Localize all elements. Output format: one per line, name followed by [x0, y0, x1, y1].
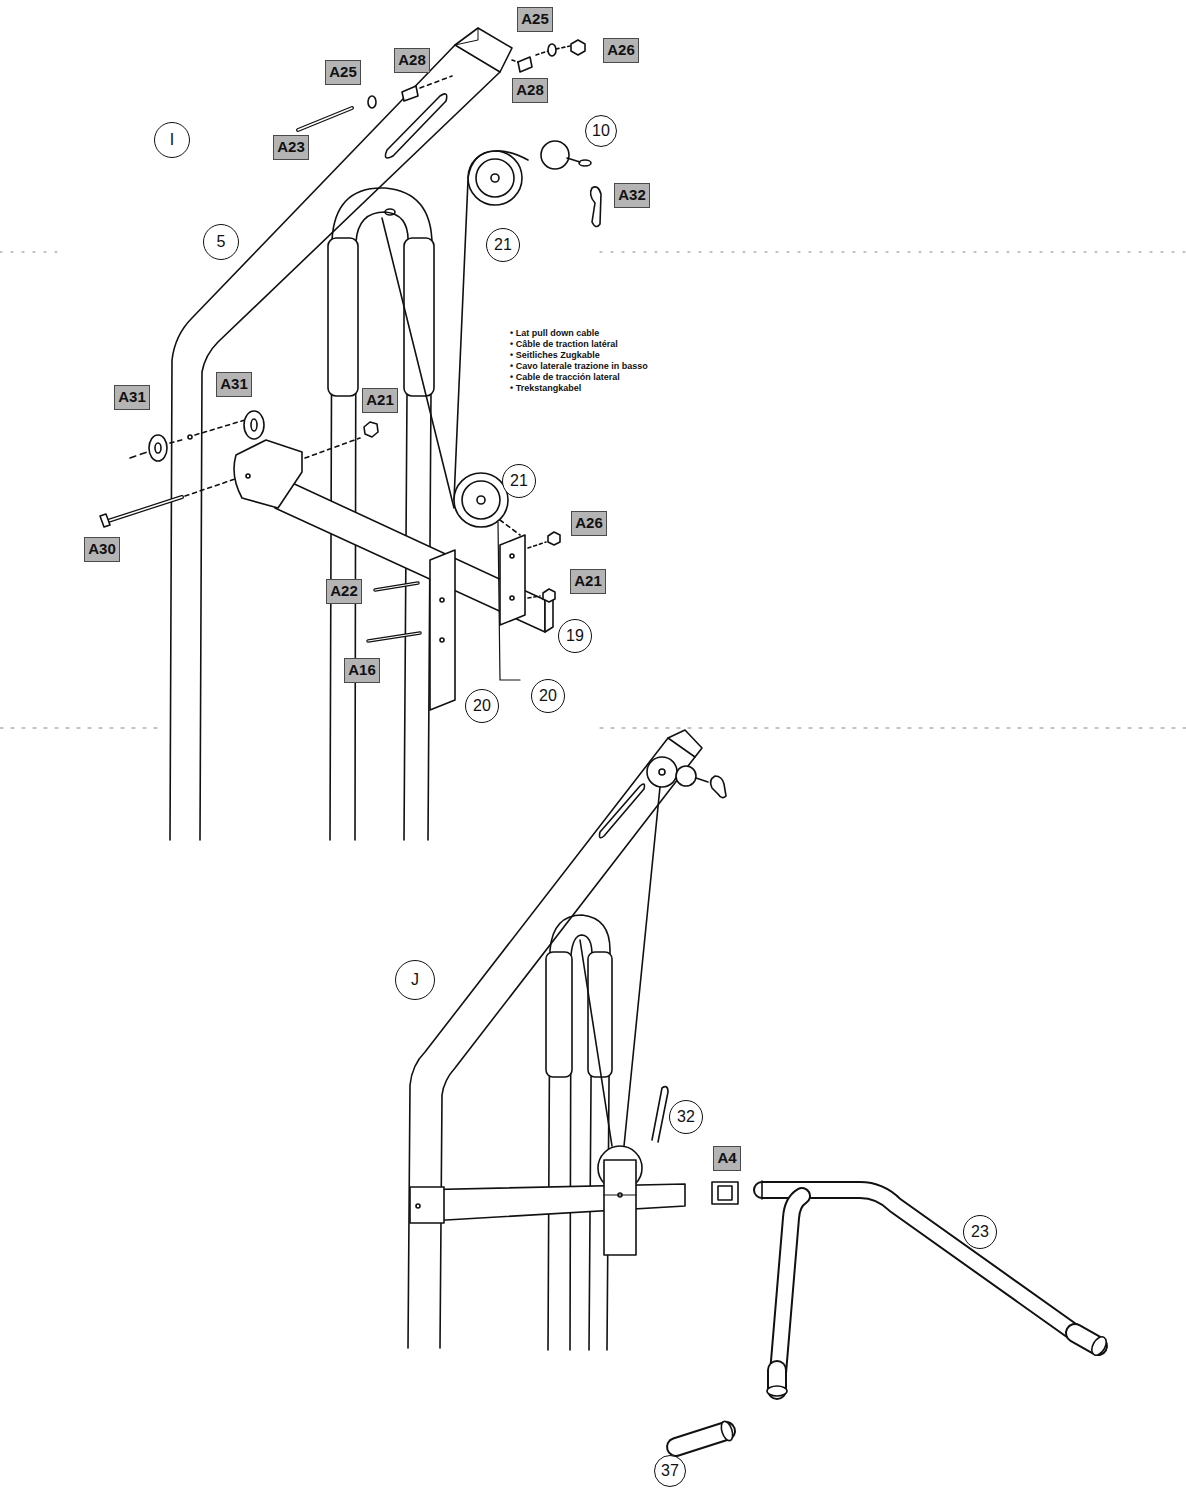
callout-number: J	[395, 960, 435, 1000]
part-code: A25	[517, 7, 553, 32]
cable-note: • Câble de traction latéral	[510, 339, 618, 350]
node-text: J	[411, 971, 419, 989]
node-text: A25	[521, 10, 549, 28]
callout-number: 19	[558, 619, 592, 653]
cable-note: • Cavo laterale trazione in basso	[510, 361, 648, 372]
part-code: A16	[344, 658, 380, 683]
node-text: A28	[398, 51, 426, 69]
node-text: A31	[220, 375, 248, 393]
callout-number: 23	[963, 1215, 997, 1249]
node-text: A26	[575, 514, 603, 532]
node-text: 20	[539, 687, 557, 705]
callout-number: 21	[502, 464, 536, 498]
node-text: 10	[592, 122, 610, 140]
cable-note: • Trekstangkabel	[510, 383, 581, 394]
part-code: A26	[571, 511, 607, 536]
node-text: A21	[574, 572, 602, 590]
part-code: A28	[394, 48, 430, 73]
callout-number: 5	[203, 224, 239, 260]
part-code: A21	[570, 569, 606, 594]
node-text: A30	[88, 540, 116, 558]
cable-note: • Cable de tracción lateral	[510, 372, 620, 383]
callout-number: 20	[531, 679, 565, 713]
part-code: A25	[325, 60, 361, 85]
node-text: I	[170, 131, 174, 149]
part-code: A22	[326, 579, 362, 604]
callout-number: 20	[465, 689, 499, 723]
node-text: 23	[971, 1223, 989, 1241]
node-text: A16	[348, 661, 376, 679]
callout-number: 37	[654, 1455, 686, 1487]
node-text: A26	[607, 41, 635, 59]
node-text: A23	[277, 138, 305, 156]
callout-number: 10	[585, 115, 617, 147]
node-text: 20	[473, 697, 491, 715]
part-code: A21	[362, 388, 398, 413]
node-text: A31	[118, 388, 146, 406]
node-text: 19	[566, 627, 584, 645]
callout-number: I	[154, 122, 190, 158]
node-text: 5	[217, 233, 226, 251]
node-text: 37	[661, 1462, 679, 1480]
part-code: A26	[603, 38, 639, 63]
node-text: A4	[717, 1149, 736, 1167]
node-text: A22	[330, 582, 358, 600]
cable-note: • Lat pull down cable	[510, 328, 599, 339]
part-code: A32	[614, 183, 650, 208]
node-text: A25	[329, 63, 357, 81]
node-text: 21	[510, 472, 528, 490]
node-text: A28	[516, 81, 544, 99]
part-code: A28	[512, 78, 548, 103]
node-text: 32	[677, 1108, 695, 1126]
part-code: A4	[713, 1146, 741, 1171]
callout-number: 32	[669, 1100, 703, 1134]
node-text: A21	[366, 391, 394, 409]
part-code: A23	[273, 135, 309, 160]
node-text: 21	[494, 236, 512, 254]
node-text: A32	[618, 186, 646, 204]
part-code: A31	[114, 385, 150, 410]
callout-number: 21	[486, 228, 520, 262]
cable-note: • Seitliches Zugkable	[510, 350, 600, 361]
part-code: A31	[216, 372, 252, 397]
part-code: A30	[84, 537, 120, 562]
